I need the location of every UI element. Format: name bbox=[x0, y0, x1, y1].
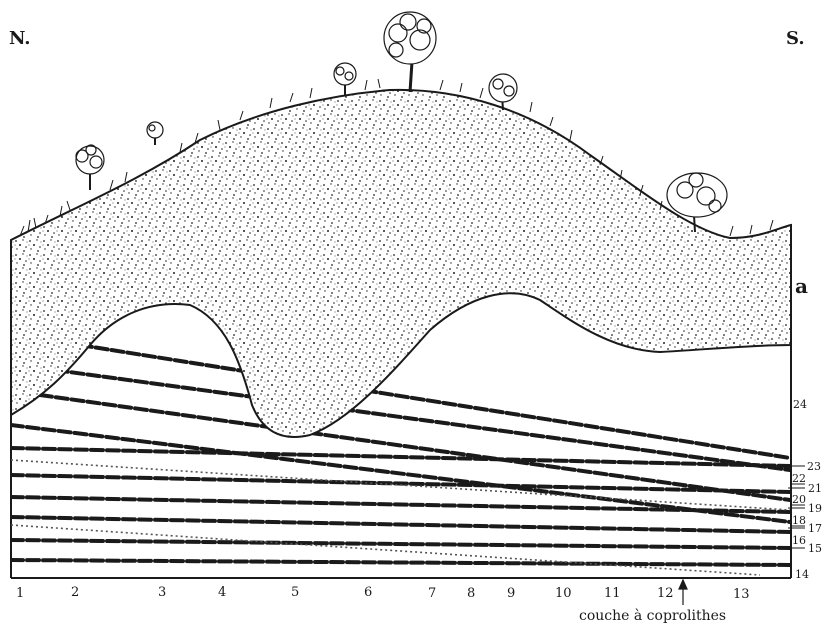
tree-icon bbox=[334, 63, 356, 95]
bottom-position-labels: 1 2 3 4 5 6 7 8 9 10 11 12 13 bbox=[16, 585, 750, 602]
tree-icon bbox=[384, 12, 436, 92]
position-label: 6 bbox=[364, 585, 372, 600]
stratum-line bbox=[40, 368, 790, 470]
position-label: 11 bbox=[604, 586, 621, 601]
layer-label: 21 bbox=[808, 482, 822, 495]
stratum-line bbox=[11, 497, 790, 512]
strata-layers bbox=[11, 345, 790, 565]
stratum-line bbox=[11, 540, 790, 548]
position-label: 2 bbox=[71, 585, 79, 600]
layer-label: 20 bbox=[792, 493, 806, 506]
position-label: 7 bbox=[428, 586, 436, 601]
layer-label: 23 bbox=[807, 460, 821, 473]
position-label: 3 bbox=[158, 585, 166, 600]
position-label: 4 bbox=[218, 585, 226, 600]
deposit-label-a: a bbox=[795, 274, 808, 298]
tree-icon bbox=[147, 122, 163, 145]
coprolite-layer-caption: couche à coprolithes bbox=[579, 607, 726, 624]
position-label: 5 bbox=[291, 585, 299, 600]
layer-label: 15 bbox=[808, 542, 822, 555]
layer-label: 16 bbox=[792, 534, 806, 547]
layer-label: 22 bbox=[792, 472, 806, 485]
stratum-line bbox=[11, 560, 790, 565]
layer-label: 19 bbox=[808, 502, 822, 515]
north-label: N. bbox=[9, 28, 31, 49]
stratum-line bbox=[11, 517, 790, 532]
stratum-line bbox=[11, 448, 790, 466]
position-label: 10 bbox=[555, 586, 572, 601]
position-label: 8 bbox=[467, 586, 475, 601]
side-layer-labels: 24 23 22 21 20 19 18 17 16 15 14 bbox=[792, 398, 822, 581]
caption-arrow bbox=[679, 580, 687, 605]
layer-label: 18 bbox=[792, 514, 806, 527]
tree-icon bbox=[76, 145, 104, 190]
stratum-line bbox=[80, 345, 790, 458]
surface-deposit-a bbox=[11, 90, 791, 437]
position-label: 9 bbox=[507, 586, 515, 601]
south-label: S. bbox=[786, 28, 805, 49]
layer-label: 17 bbox=[808, 522, 822, 535]
position-label: 12 bbox=[657, 586, 674, 601]
layer-label: 14 bbox=[795, 568, 809, 581]
position-label: 1 bbox=[16, 586, 24, 601]
layer-label: 24 bbox=[793, 398, 807, 411]
position-label: 13 bbox=[733, 587, 750, 602]
